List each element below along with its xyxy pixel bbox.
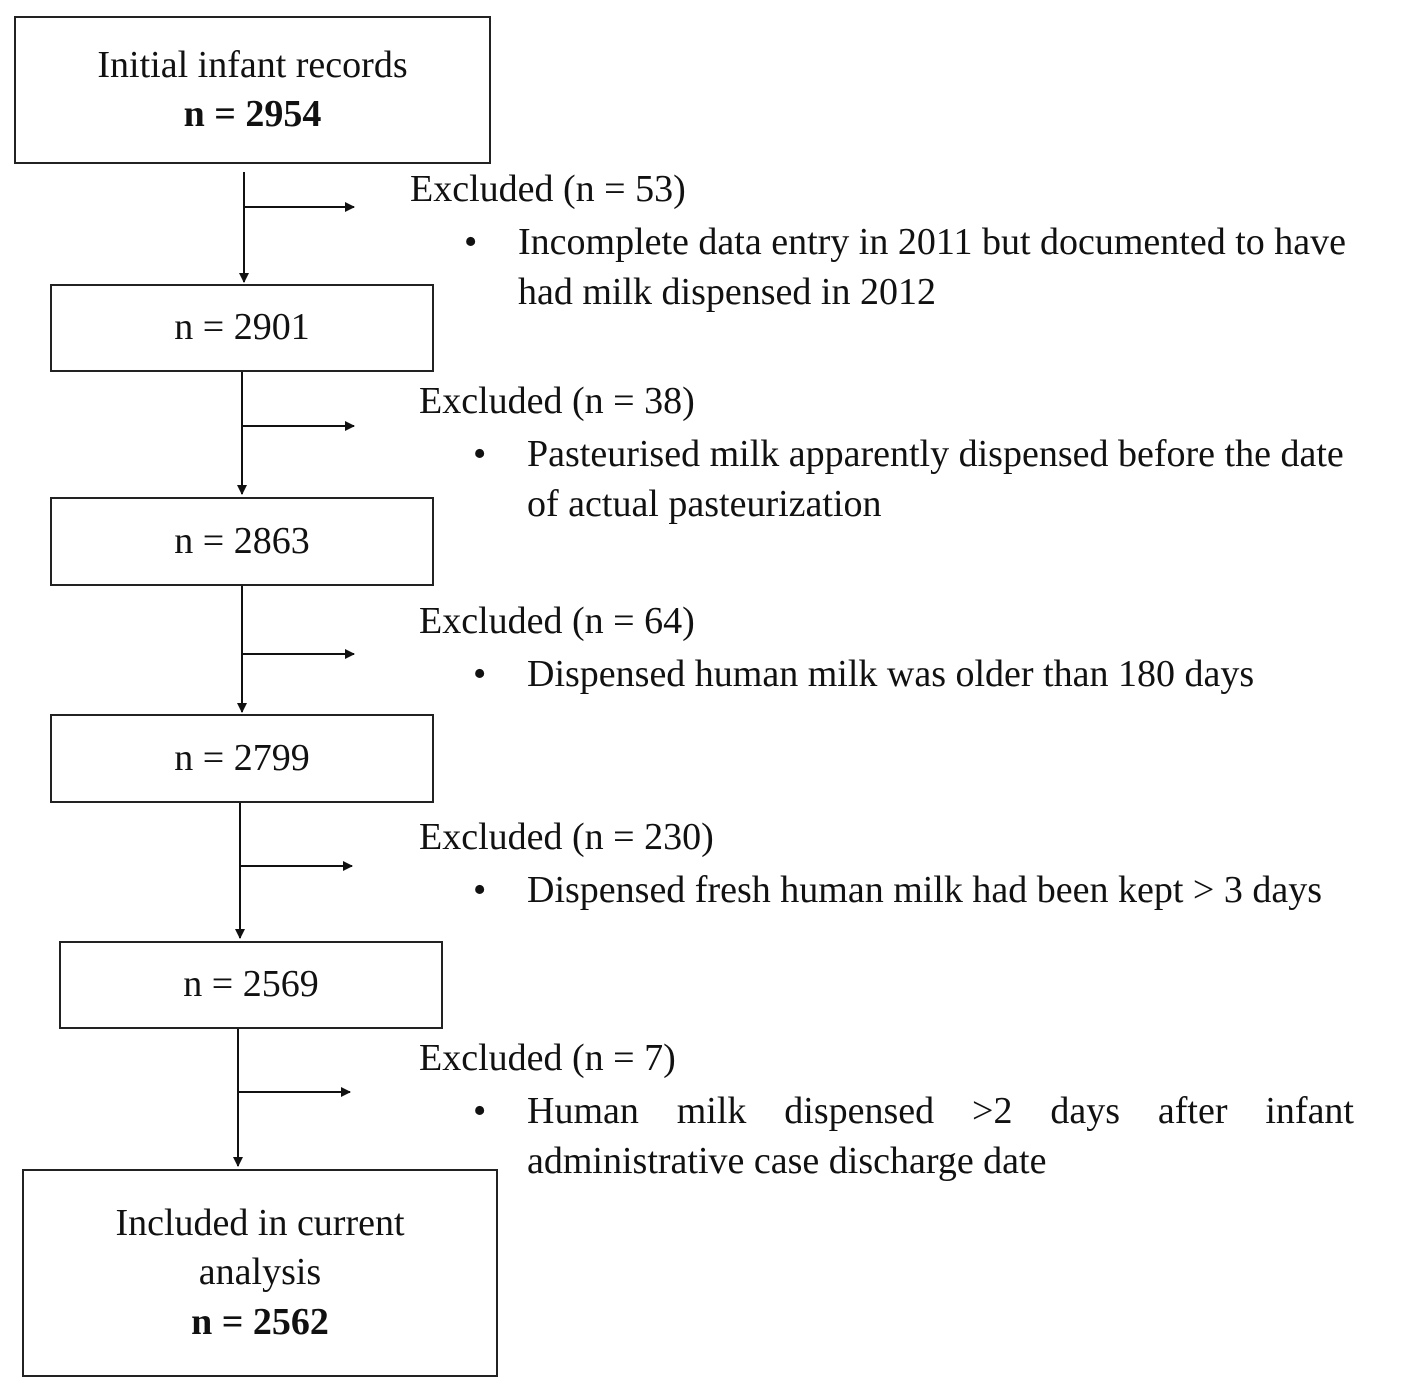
box-included-analysis-label-2: analysis — [198, 1251, 322, 1294]
exclusion-reason: Pasteurised milk apparently dispensed be… — [527, 433, 1344, 525]
exclusion-heading: Excluded (n = 64) — [419, 600, 695, 642]
box-step-2569: n = 2569 — [59, 941, 443, 1029]
box-initial-records-count: n = 2954 — [183, 93, 322, 135]
exclusion-reason: Incomplete data entry in 2011 but docume… — [518, 221, 1347, 313]
box-included-analysis: Included in current analysis n = 2562 — [22, 1169, 498, 1377]
exclusion-group-3: Excluded (n = 64) • Dispensed human milk… — [419, 597, 1399, 700]
bullet-icon: • — [473, 653, 487, 696]
box-initial-records: Initial infant records n = 2954 — [14, 16, 491, 164]
box-step-2569-count: n = 2569 — [183, 963, 319, 1006]
exclusion-reason: Dispensed human milk was older than 180 … — [527, 653, 1255, 696]
box-step-2863: n = 2863 — [50, 497, 434, 586]
exclusion-reason: Dispensed fresh human milk had been kept… — [527, 869, 1322, 912]
exclusion-heading: Excluded (n = 7) — [419, 1037, 676, 1079]
exclusion-reason: Human milk dispensed >2 days after infan… — [527, 1090, 1354, 1182]
exclusion-group-1: Excluded (n = 53) • Incomplete data entr… — [410, 165, 1370, 317]
bullet-icon: • — [473, 433, 487, 476]
box-step-2863-count: n = 2863 — [174, 519, 310, 562]
exclusion-heading: Excluded (n = 53) — [410, 168, 686, 210]
exclusion-group-2: Excluded (n = 38) • Pasteurised milk app… — [419, 377, 1369, 529]
box-step-2901: n = 2901 — [50, 284, 434, 372]
box-included-analysis-label-1: Included in current — [115, 1201, 405, 1244]
exclusion-heading: Excluded (n = 38) — [419, 380, 695, 422]
box-step-2901-count: n = 2901 — [174, 306, 310, 349]
bullet-icon: • — [464, 221, 478, 264]
box-included-analysis-count: n = 2562 — [191, 1300, 329, 1343]
exclusion-heading: Excluded (n = 230) — [419, 816, 714, 858]
exclusion-group-4: Excluded (n = 230) • Dispensed fresh hum… — [419, 813, 1411, 916]
box-initial-records-label: Initial infant records — [97, 43, 408, 86]
bullet-icon: • — [473, 869, 487, 912]
box-step-2799-count: n = 2799 — [174, 736, 310, 779]
exclusion-group-5: Excluded (n = 7) • Human milk dispensed … — [419, 1034, 1354, 1186]
bullet-icon: • — [473, 1090, 487, 1133]
box-step-2799: n = 2799 — [50, 714, 434, 803]
